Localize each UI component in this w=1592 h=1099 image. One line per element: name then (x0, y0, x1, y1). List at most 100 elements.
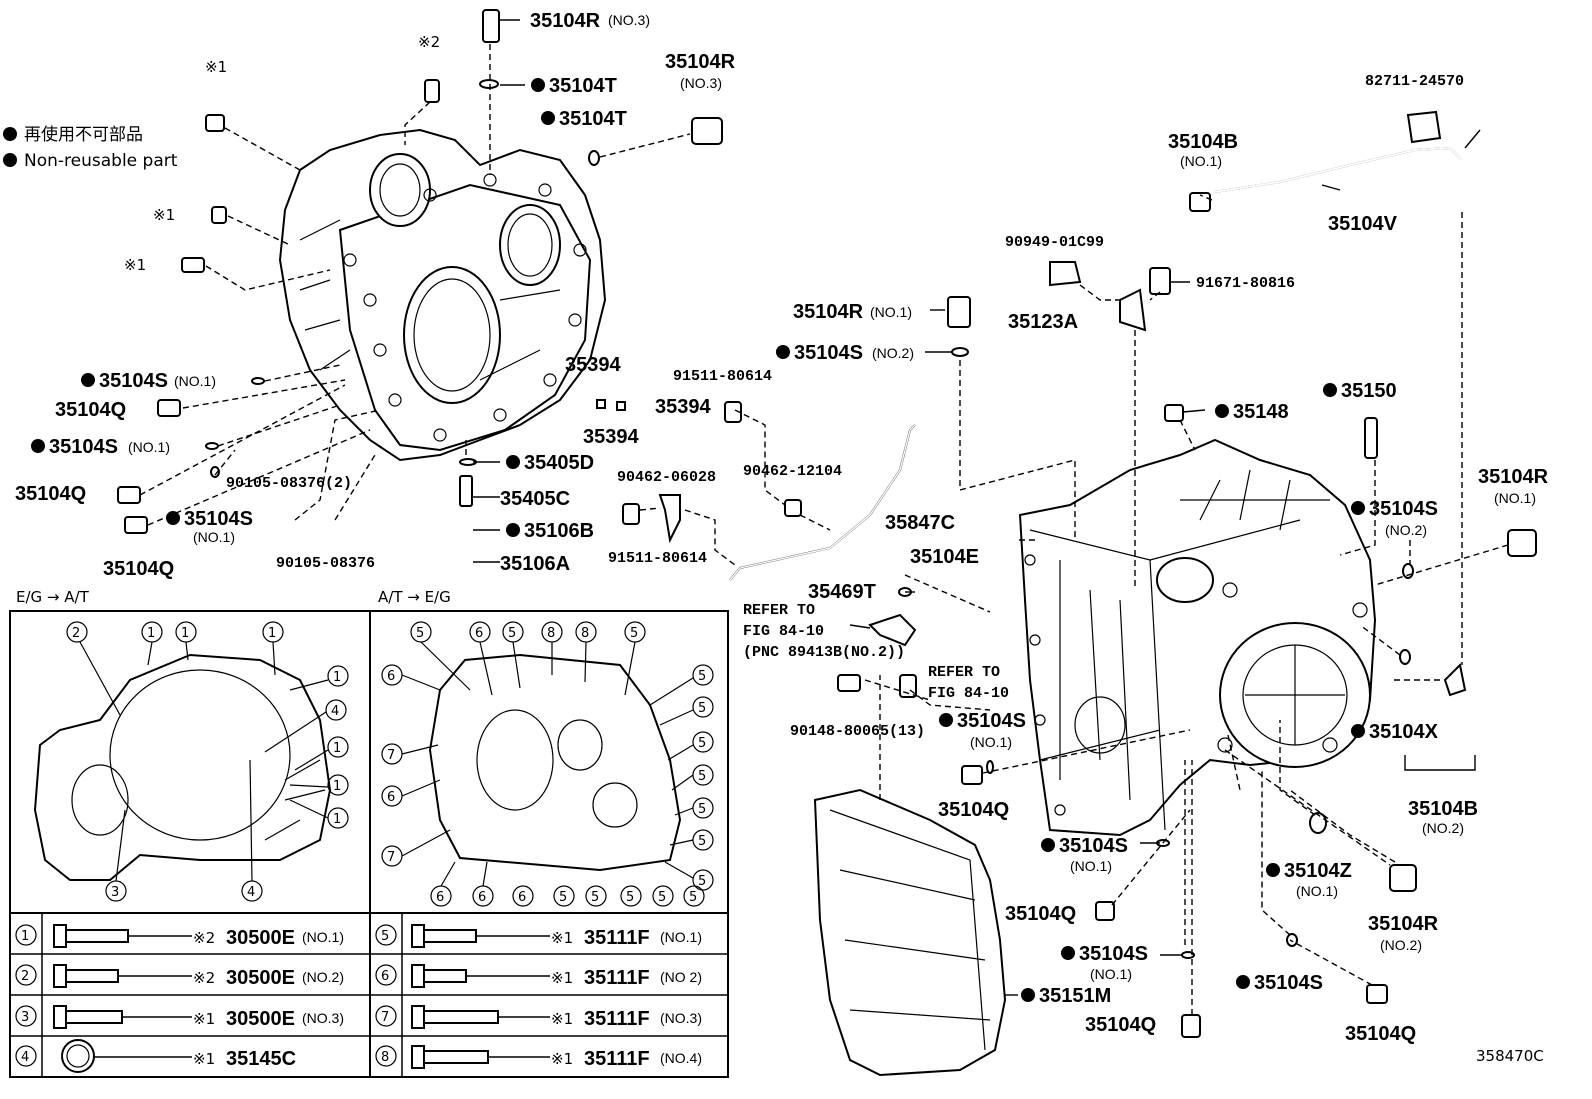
inset-right-callouts: 5 6 5 8 8 5 6 5 5 7 5 6 5 5 5 7 5 6 6 6 … (381, 621, 714, 907)
callout: 8 (375, 1045, 397, 1067)
part-labels: 35104R (NO.3) 35104T 35104T 35104R (NO.3… (15, 10, 1549, 1065)
part-label: 35104Q (15, 483, 86, 505)
callout: 6 (375, 964, 397, 986)
leader-lines (139, 19, 1509, 1015)
callout-number: 6 (436, 890, 444, 905)
part-label: 35151M (1039, 985, 1111, 1007)
callout-number: 7 (387, 850, 395, 865)
part-label-sub: (NO.1) (193, 529, 235, 545)
part-label-sub: (NO.3) (302, 1010, 344, 1026)
part-label: 35104Q (1345, 1023, 1416, 1045)
callout: 1 (327, 665, 349, 687)
part-label-sub: (NO.1) (1180, 153, 1222, 169)
callout: 6 (472, 885, 494, 907)
callout: 4 (15, 1045, 37, 1067)
non-reusable-dot-icon (1323, 383, 1337, 397)
part-label-sub: (NO.2) (1380, 937, 1422, 953)
callout: 5 (620, 885, 642, 907)
callout: 5 (692, 764, 714, 786)
mark-note: ※1 (153, 206, 175, 224)
mark-note: ※1 (205, 58, 227, 76)
table-row: 6 ※1 35111F (NO 2) (375, 964, 702, 989)
bolt-icon (53, 964, 119, 988)
callout-number: 5 (658, 890, 666, 905)
part-label-sub: (NO.3) (680, 75, 722, 91)
non-reusable-dot-icon (776, 345, 790, 359)
part-label: 35104Q (103, 558, 174, 580)
small-parts (117, 9, 1537, 1038)
part-label-sub: (NO.3) (660, 1010, 702, 1026)
callout: 5 (692, 731, 714, 753)
mark-note: ※1 (193, 1050, 215, 1068)
part-label: 35847C (885, 512, 955, 534)
callout-number: 5 (698, 769, 706, 784)
callout-number: 6 (518, 890, 526, 905)
non-reusable-dot-icon (1351, 501, 1365, 515)
part-label: 35104X (1369, 721, 1439, 743)
transaxle-case-drawing (1018, 438, 1377, 837)
part-label-sub: (NO 2) (660, 969, 702, 985)
callout-number: 2 (21, 969, 29, 984)
callout-number: 6 (387, 669, 395, 684)
callout: 5 (624, 621, 646, 643)
non-reusable-dot-icon (1215, 404, 1229, 418)
part-label: 35104T (549, 75, 617, 97)
table-row: 1 ※2 30500E (NO.1) (15, 924, 344, 949)
part-label-sub: (NO.1) (1296, 883, 1338, 899)
oil-filler-tube-drawing (729, 424, 916, 581)
callout: 5 (683, 885, 705, 907)
part-label: 35111F (584, 967, 650, 989)
table-row: 8 ※1 35111F (NO.4) (375, 1045, 702, 1070)
callout-number: 8 (581, 626, 589, 641)
part-label-sub: (NO.1) (1070, 858, 1112, 874)
callout: 5 (375, 924, 397, 946)
part-label: 35104Q (1085, 1014, 1156, 1036)
callout: 1 (262, 621, 284, 643)
part-label: 91511-80614 (608, 550, 707, 567)
callout-number: 5 (559, 890, 567, 905)
legend-en: Non-reusable part (24, 151, 178, 171)
callout: 4 (325, 699, 347, 721)
part-label: 35111F (584, 927, 650, 949)
callout: 6 (381, 664, 403, 686)
bolt-icon (411, 964, 467, 988)
part-label: 35104S (1059, 835, 1128, 857)
part-label: 90105-08376 (276, 555, 375, 572)
part-label: 35104S (1079, 943, 1148, 965)
non-reusable-dot-icon (506, 523, 520, 537)
part-label: 35104R (1478, 466, 1549, 488)
part-label-sub: (NO.1) (660, 929, 702, 945)
part-label: 35394 (565, 354, 621, 376)
non-reusable-dot-icon (1061, 946, 1075, 960)
bolt-table: 1 ※2 30500E (NO.1) 2 ※2 30500E (NO.2) 3 … (15, 924, 702, 1073)
part-label: 35104B (1168, 131, 1238, 153)
figure-code: 358470C (1476, 1047, 1544, 1065)
inset-left-callouts: 2 1 1 1 1 4 1 1 1 3 4 (66, 621, 349, 902)
part-label-sub: (NO.1) (128, 439, 170, 455)
callout-number: 1 (21, 929, 29, 944)
part-label: 35123A (1008, 311, 1078, 333)
part-label: 35104S (1254, 972, 1323, 994)
part-label: 35104R (665, 51, 736, 73)
part-label-sub: (NO.1) (1090, 966, 1132, 982)
callout-number: 1 (333, 812, 341, 827)
callout: 8 (575, 621, 597, 643)
part-label: 35405D (524, 452, 594, 474)
part-label: 35150 (1341, 380, 1397, 402)
part-label: 35104S (1369, 498, 1438, 520)
mark-note: ※1 (193, 1010, 215, 1028)
callout-number: 2 (72, 626, 80, 641)
part-label: 90949-01C99 (1005, 234, 1104, 251)
part-label: 82711-24570 (1365, 73, 1464, 90)
bolt-icon (53, 924, 129, 948)
part-label: 30500E (226, 927, 295, 949)
part-label: 35104B (1408, 798, 1478, 820)
callout: 7 (381, 845, 403, 867)
callout-number: 5 (626, 890, 634, 905)
part-label: 35111F (584, 1008, 650, 1030)
transaxle-housing-drawing (278, 128, 607, 462)
non-reusable-dot-icon (1236, 975, 1250, 989)
part-label: 35394 (655, 396, 711, 418)
inset-header-right: A/T → E/G (378, 588, 451, 606)
callout: 6 (512, 885, 534, 907)
